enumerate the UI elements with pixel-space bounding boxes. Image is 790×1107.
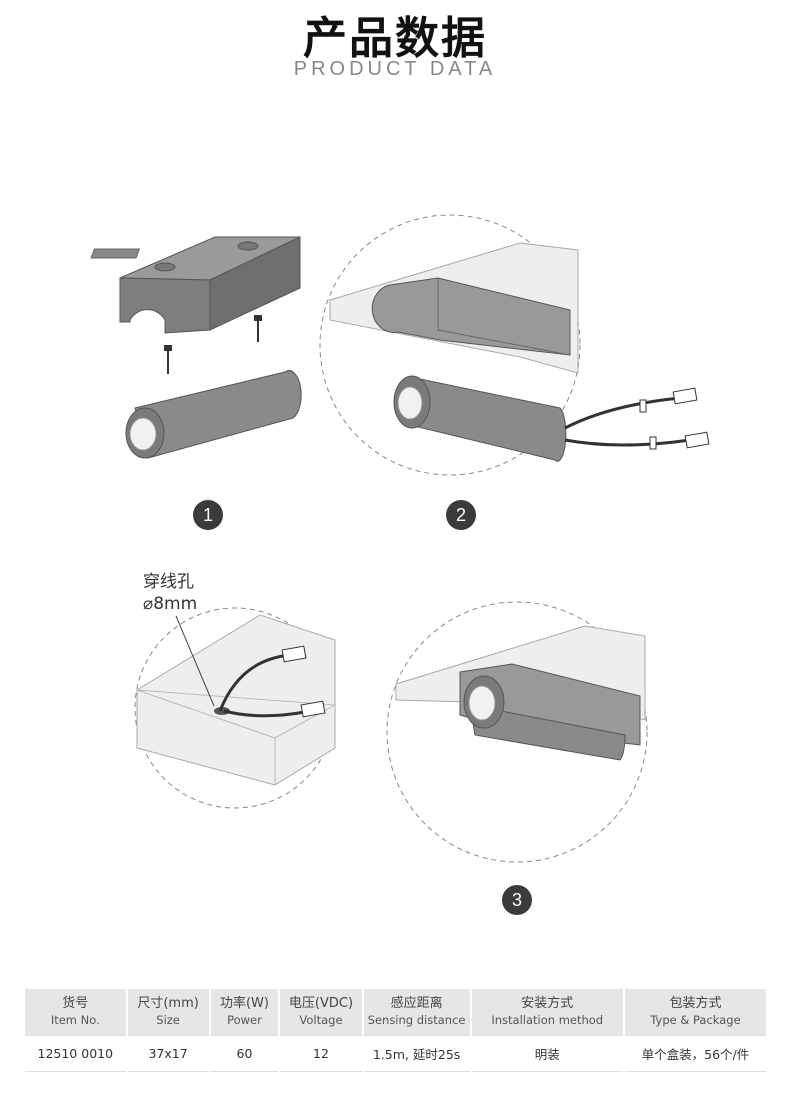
page-subtitle: PRODUCT DATA bbox=[293, 58, 497, 80]
col-item-no: 货号 Item No. bbox=[25, 989, 128, 1036]
col-package: 包装方式 Type & Package bbox=[623, 989, 766, 1036]
wire-hole-label-line1: 穿线孔 bbox=[143, 572, 194, 592]
step1-exploded-view bbox=[90, 236, 302, 459]
step2-detail bbox=[319, 214, 710, 476]
step-1-badge: 1 bbox=[193, 500, 223, 530]
screw-left bbox=[164, 345, 172, 374]
col-sensing-distance: 感应距离 Sensing distance bbox=[362, 989, 472, 1036]
wire-hole-detail bbox=[134, 607, 337, 809]
col-size: 尺寸(mm) Size bbox=[126, 989, 211, 1036]
step3-detail bbox=[386, 601, 648, 863]
wire-hole-label: 穿线孔 ⌀8mm bbox=[143, 571, 197, 615]
screw-right bbox=[254, 315, 262, 342]
cell-package: 单个盒装，56个/件 bbox=[623, 1035, 766, 1072]
spec-table-header-row: 货号 Item No. 尺寸(mm) Size 功率(W) Power 电压(V… bbox=[25, 989, 766, 1036]
col-power: 功率(W) Power bbox=[209, 989, 281, 1036]
table-row: 12510 0010 37x17 60 12 1.5m, 延时25s 明装 单个… bbox=[25, 1035, 766, 1072]
page-title: 产品数据 bbox=[303, 13, 487, 64]
step-2-badge: 2 bbox=[446, 500, 476, 530]
cell-item-no: 12510 0010 bbox=[25, 1035, 128, 1072]
col-voltage: 电压(VDC) Voltage bbox=[279, 989, 364, 1036]
cell-sensing-distance: 1.5m, 延时25s bbox=[362, 1035, 472, 1072]
wire-hole-label-line2: ⌀8mm bbox=[143, 594, 198, 614]
spec-table: 货号 Item No. 尺寸(mm) Size 功率(W) Power 电压(V… bbox=[25, 989, 766, 1072]
cell-size: 37x17 bbox=[126, 1035, 211, 1072]
cell-power: 60 bbox=[209, 1035, 281, 1072]
col-installation: 安装方式 Installation method bbox=[470, 989, 625, 1036]
cell-voltage: 12 bbox=[279, 1035, 364, 1072]
step-3-badge: 3 bbox=[502, 885, 532, 915]
cell-installation: 明装 bbox=[470, 1035, 625, 1072]
installation-illustration bbox=[90, 214, 710, 863]
